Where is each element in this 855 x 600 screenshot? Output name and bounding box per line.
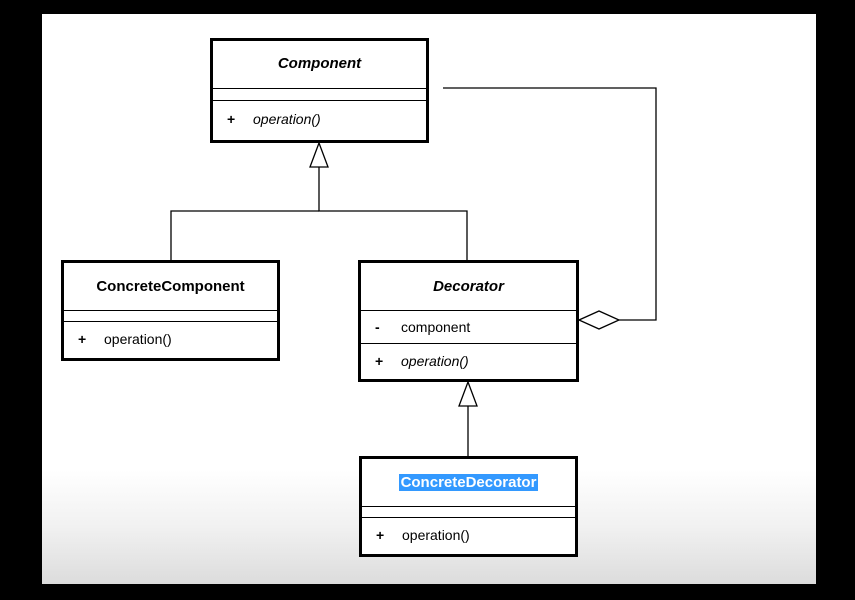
operation-signature: operation() [401,353,469,369]
attributes-section-concrete-component [64,311,277,322]
attributes-section-concrete-decorator [362,507,575,518]
attribute-name: component [401,319,471,335]
operations-section-concrete-component: + operation() [64,322,277,348]
operations-section-component: + operation() [213,101,426,128]
operation-row: + operation() [362,526,575,544]
class-decorator[interactable]: Decorator - component + operation() [358,260,579,382]
generalization-line-decorator [318,167,468,260]
class-concrete-decorator[interactable]: ConcreteDecorator + operation() [359,456,578,557]
generalization-arrowhead-component [309,141,329,168]
visibility-marker: + [78,331,87,347]
operation-signature: operation() [402,527,470,543]
visibility-marker: + [376,527,385,543]
operation-row: + operation() [64,330,277,348]
visibility-marker: + [227,111,236,127]
operations-section-concrete-decorator: + operation() [362,518,575,544]
attributes-section-decorator: - component [361,311,576,344]
class-component[interactable]: Component + operation() [210,38,429,143]
operation-signature: operation() [253,111,321,127]
operations-section-decorator: + operation() [361,344,576,370]
visibility-marker: - [375,319,380,335]
attribute-row: - component [361,318,576,336]
connector-layer [170,87,657,456]
class-name-concrete-decorator-box: ConcreteDecorator [362,459,575,507]
generalization-arrowhead-decorator [458,380,478,407]
class-name-concrete-component: ConcreteComponent [64,263,277,311]
generalization-line-concrete-component [170,210,319,260]
diagram-canvas: Component + operation() ConcreteComponent… [42,14,816,584]
class-name-concrete-decorator[interactable]: ConcreteDecorator [398,474,539,491]
class-concrete-component[interactable]: ConcreteComponent + operation() [61,260,280,361]
operation-row: + operation() [361,352,576,370]
visibility-marker: + [375,353,384,369]
attributes-section-component [213,89,426,101]
aggregation-line-component [443,87,657,321]
operation-signature: operation() [104,331,172,347]
class-name-component: Component [213,41,426,89]
aggregation-diamond-decorator [577,310,621,330]
class-name-decorator: Decorator [361,263,576,311]
operation-row: + operation() [213,110,426,128]
